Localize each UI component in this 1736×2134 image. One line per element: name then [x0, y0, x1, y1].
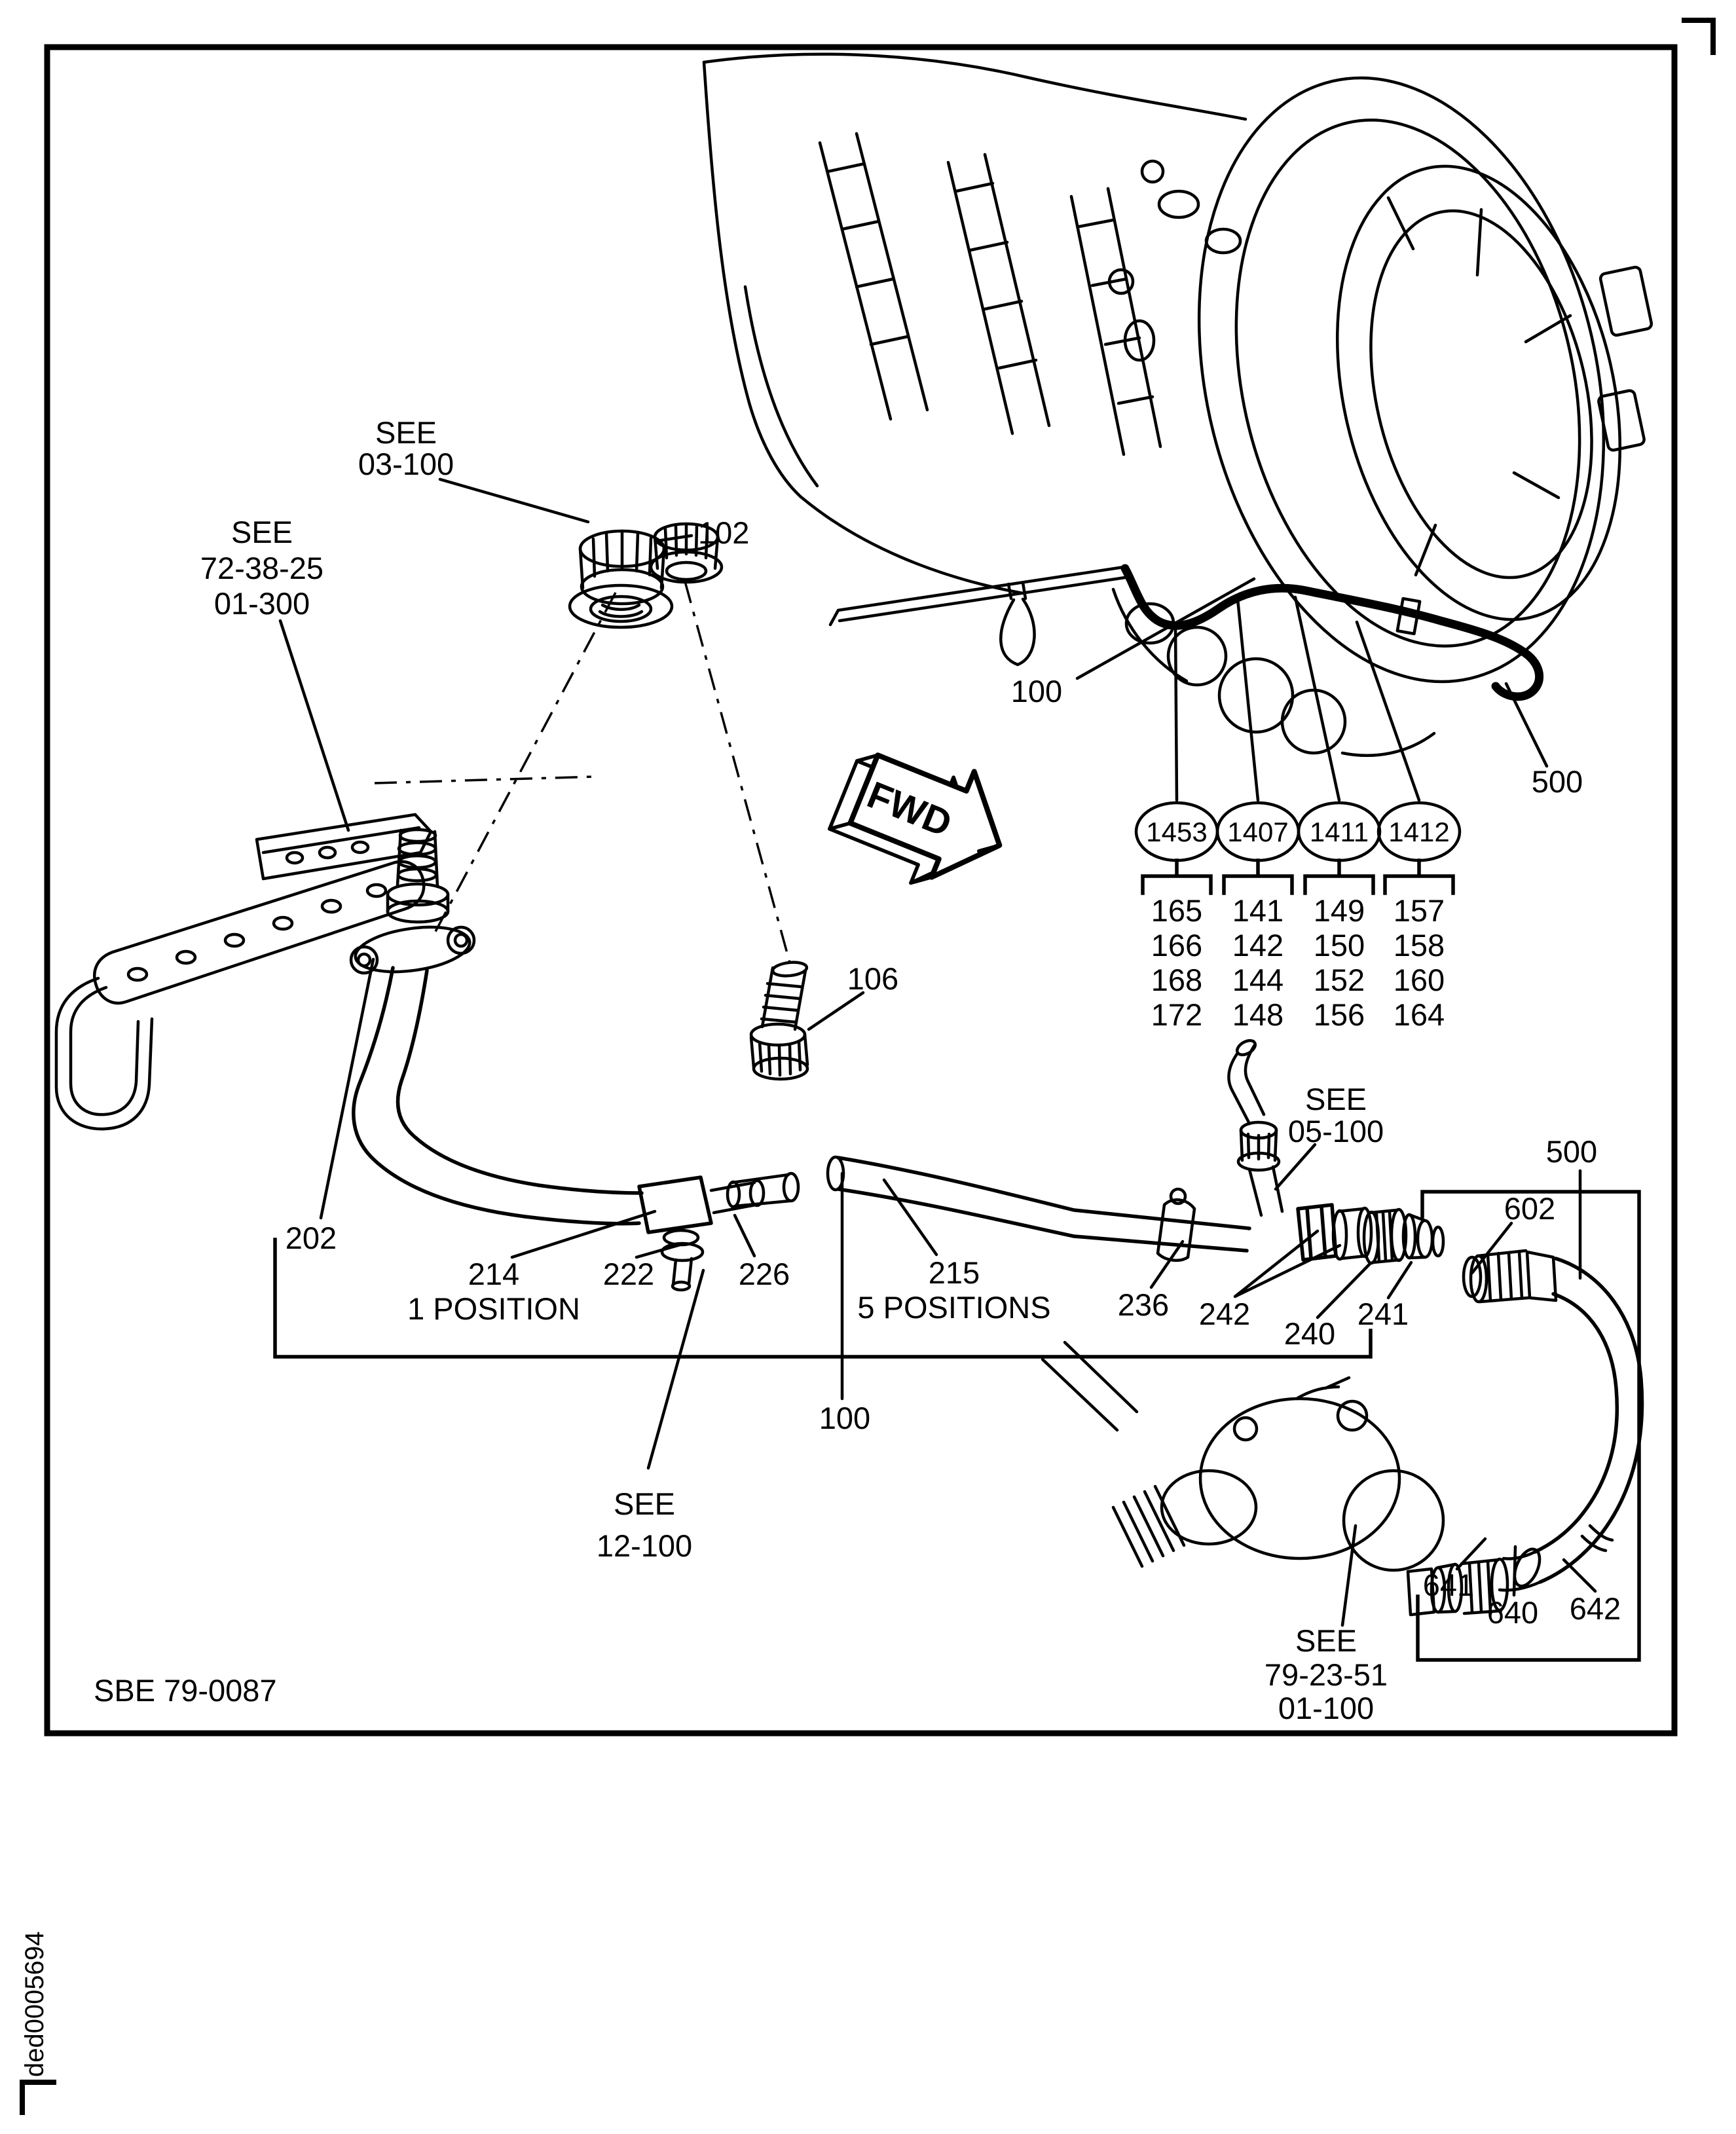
callout-item: 148 — [1232, 997, 1284, 1032]
callout-item: 165 — [1151, 893, 1202, 928]
bolt-106 — [749, 961, 809, 1081]
tee-fitting — [637, 1175, 713, 1234]
callout-item: 157 — [1394, 893, 1445, 928]
bracket-assembly — [54, 813, 433, 1131]
fitting-602 — [1525, 1250, 1558, 1302]
see-79-23-51-line1: SEE — [1295, 1623, 1357, 1658]
see-03-100-line2: 03-100 — [358, 447, 454, 481]
callout-item: 144 — [1232, 963, 1284, 997]
label-236: 236 — [1118, 1287, 1169, 1322]
tube-group-bracket — [273, 1238, 1373, 1359]
edge-document-code: ded0005694 — [20, 1932, 49, 2077]
fitting-nut-102 — [649, 522, 724, 584]
see-12-100-line1: SEE — [614, 1486, 675, 1521]
tube-clamp-band — [1395, 597, 1422, 636]
see-72-38-25-line2: 72-38-25 — [200, 551, 323, 585]
corner-mark-top-right — [1682, 18, 1716, 55]
callout-item: 149 — [1314, 893, 1365, 928]
callout-item: 141 — [1232, 893, 1284, 928]
label-241: 241 — [1357, 1297, 1409, 1331]
label-5-positions: 5 POSITIONS — [857, 1290, 1050, 1325]
figure-code: SBE 79-0087 — [94, 1673, 277, 1708]
label-226: 226 — [739, 1257, 790, 1291]
callout-item: 152 — [1314, 963, 1365, 997]
see-05-100-line1: SEE — [1305, 1082, 1367, 1116]
callout-item: 150 — [1314, 928, 1365, 963]
see-03-100-line1: SEE — [375, 415, 437, 450]
callout-item: 142 — [1232, 928, 1284, 963]
centerline-b — [684, 581, 791, 963]
elbow-642 — [1513, 1547, 1542, 1588]
callout-item: 160 — [1394, 963, 1445, 997]
see-79-23-51-line2: 79-23-51 — [1265, 1657, 1388, 1692]
centerline-c — [374, 775, 597, 784]
see-05-100-line2: 05-100 — [1288, 1114, 1384, 1149]
engine-illustration — [702, 52, 1653, 757]
leader-lines — [278, 477, 1597, 1627]
see-12-100-line2: 12-100 — [597, 1528, 692, 1563]
callout-table: 1453 165 166 168 172 1407 141 142 144 14… — [1134, 801, 1462, 1032]
tube-stub-226 — [730, 1173, 792, 1208]
callout-item: 164 — [1394, 997, 1445, 1032]
label-214: 214 — [468, 1257, 519, 1291]
fuel-pump — [1041, 1340, 1445, 1572]
label-641: 641 — [1423, 1568, 1474, 1602]
label-106: 106 — [847, 961, 898, 996]
callout-circle-label: 1453 — [1146, 817, 1207, 847]
label-100-engine: 100 — [1011, 674, 1062, 708]
callout-circle-label: 1407 — [1227, 817, 1288, 847]
hose-assembly-500 — [1406, 1249, 1644, 1617]
support-rail — [828, 565, 1127, 627]
label-602: 602 — [1504, 1191, 1555, 1226]
branch-tube — [1227, 1043, 1266, 1126]
fitting-nut-engine — [568, 529, 674, 629]
figure-border — [44, 44, 1678, 1737]
tube-assembly — [352, 966, 1445, 1292]
label-500-hose: 500 — [1546, 1134, 1597, 1169]
label-100-tube: 100 — [819, 1401, 870, 1435]
label-242: 242 — [1199, 1297, 1250, 1331]
corner-mark-bottom-left — [20, 2080, 56, 2115]
label-215: 215 — [929, 1255, 980, 1290]
hose-group-bracket — [1416, 1190, 1641, 1662]
label-640: 640 — [1487, 1595, 1538, 1630]
flange-fitting-202 — [349, 828, 476, 975]
callout-item: 166 — [1151, 928, 1202, 963]
label-222: 222 — [603, 1257, 654, 1291]
see-72-38-25-line1: SEE — [231, 515, 293, 549]
label-642: 642 — [1570, 1591, 1621, 1626]
centerline-a — [431, 592, 617, 938]
fwd-arrow: FWD — [828, 752, 1003, 885]
see-72-38-25-line3: 01-300 — [214, 586, 310, 621]
tube-215 — [836, 1156, 1251, 1253]
callout-item: 156 — [1314, 997, 1365, 1032]
label-202: 202 — [286, 1221, 337, 1255]
callout-circle-label: 1412 — [1388, 817, 1449, 847]
callout-item: 158 — [1394, 928, 1445, 963]
label-102: 102 — [698, 515, 749, 550]
label-1-position: 1 POSITION — [407, 1291, 580, 1326]
callout-labels: SEE 03-100 SEE 72-38-25 01-300 102 100 5… — [94, 415, 1621, 1725]
callout-item: 172 — [1151, 997, 1202, 1032]
label-500-engine: 500 — [1532, 764, 1583, 799]
callout-item: 168 — [1151, 963, 1202, 997]
callout-circle-label: 1411 — [1310, 817, 1369, 847]
clamp-236 — [1156, 1198, 1196, 1262]
fitting-640 — [1460, 1558, 1503, 1615]
label-240: 240 — [1284, 1316, 1335, 1351]
see-79-23-51-line3: 01-100 — [1278, 1691, 1374, 1725]
hanging-loop — [999, 581, 1036, 667]
